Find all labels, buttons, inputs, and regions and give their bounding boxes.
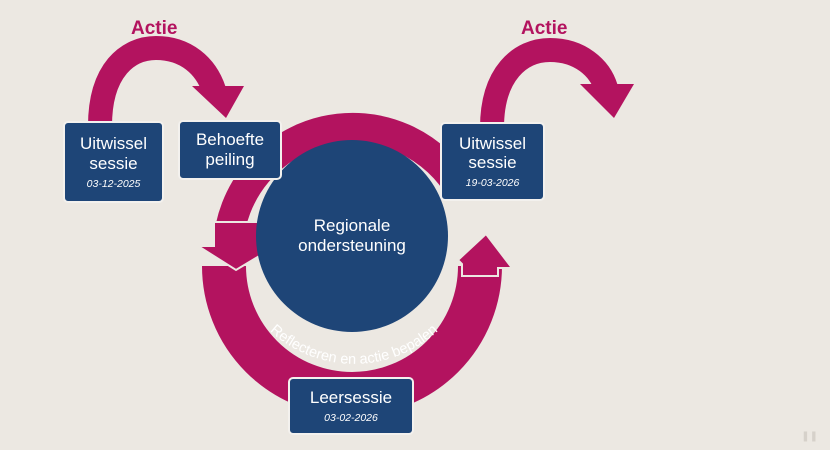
actie-arrow-left-head — [192, 86, 244, 118]
behoefte-line1: Behoefte — [195, 130, 265, 150]
uitwissel-sessie-box-1: Uitwissel sessie 03-12-2025 — [63, 121, 164, 203]
leersessie-title: Leersessie — [309, 388, 393, 408]
uitwissel-1-date: 03-12-2025 — [86, 177, 141, 190]
center-circle — [256, 140, 448, 332]
pause-icon[interactable]: ❚❚ — [801, 431, 818, 442]
leersessie-box: Leersessie 03-02-2026 — [288, 377, 414, 435]
uitwissel-1-line1: Uitwissel — [79, 134, 148, 154]
uitwissel-2-line1: Uitwissel — [458, 133, 527, 153]
leersessie-date: 03-02-2026 — [324, 411, 378, 424]
ring-arrow-up-right — [456, 232, 515, 277]
actie-arrow-left — [88, 35, 226, 127]
behoefte-line2: peiling — [205, 150, 255, 169]
center-label-line2: ondersteuning — [298, 236, 406, 256]
actie-label-right: Actie — [521, 18, 568, 39]
uitwissel-1-line2: sessie — [89, 153, 138, 173]
uitwissel-2-line2: sessie — [468, 153, 517, 173]
uitwissel-2-date: 19-03-2026 — [465, 177, 520, 190]
actie-arrow-right-head — [580, 84, 634, 118]
actie-label-left: Actie — [131, 18, 178, 39]
center-label: Regionale ondersteuning — [262, 216, 442, 257]
behoefte-peiling-box: Behoefte peiling — [178, 120, 282, 180]
actie-arrow-right — [480, 37, 618, 129]
uitwissel-sessie-box-2: Uitwissel sessie 19-03-2026 — [440, 122, 545, 201]
ring-upper-arc — [213, 112, 476, 248]
center-label-line1: Regionale — [313, 216, 391, 235]
